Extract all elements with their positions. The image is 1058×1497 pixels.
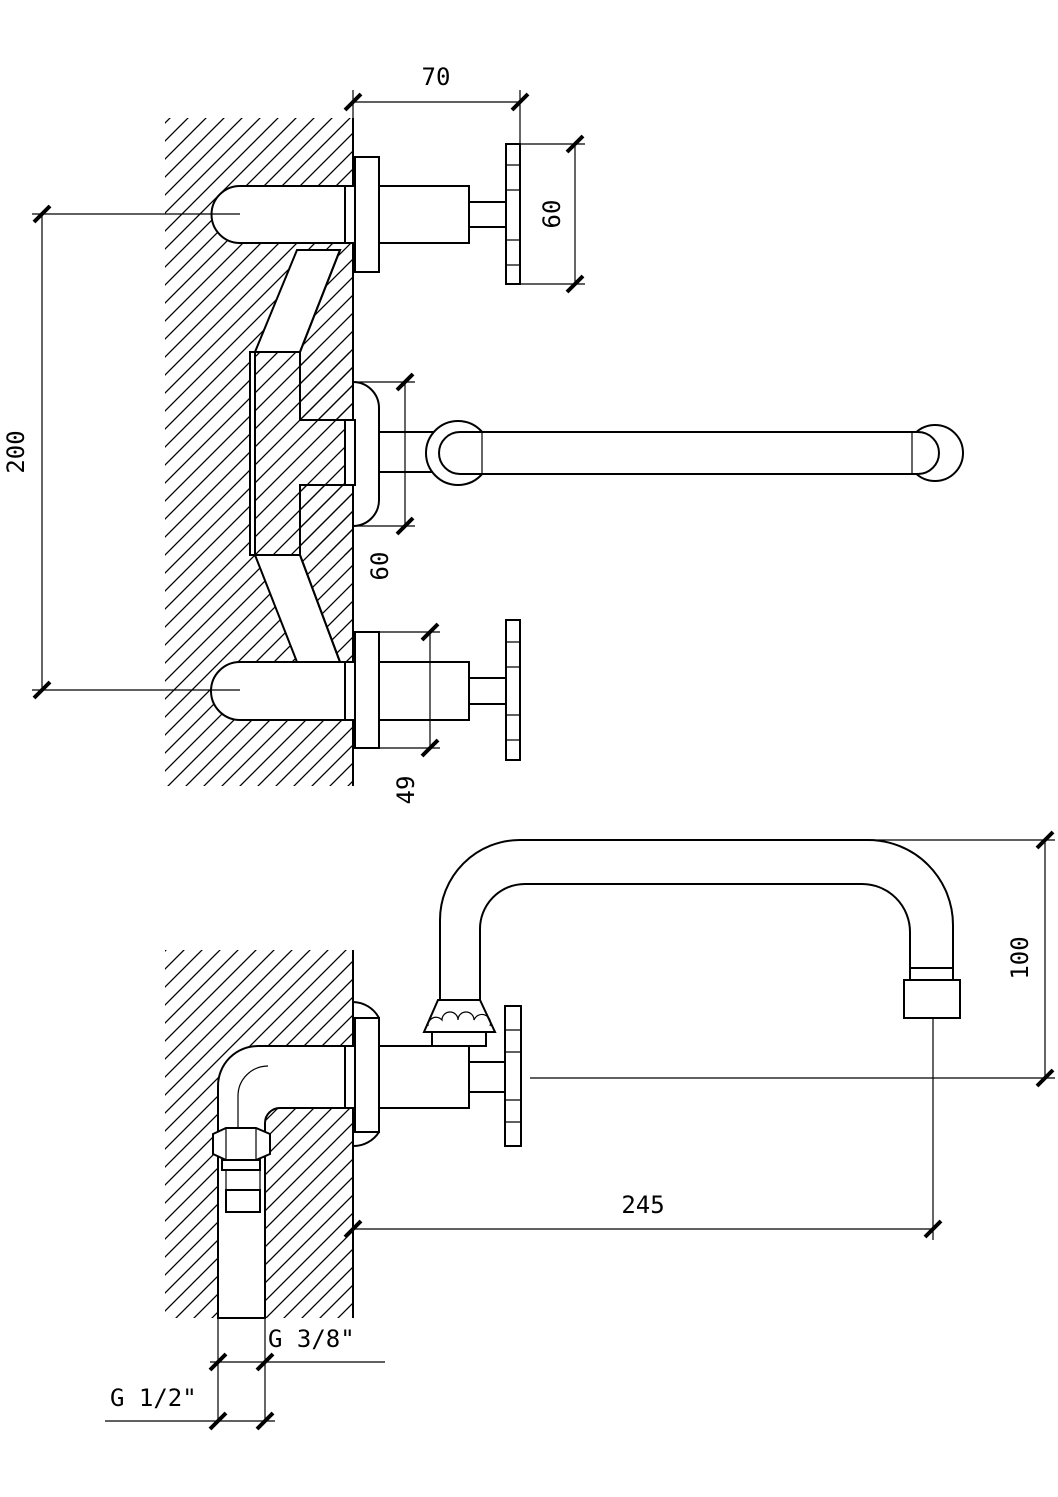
- side-valve-collar: [344, 1045, 356, 1109]
- nut-washer: [221, 1159, 261, 1171]
- dim-g38-label: G 3/8": [268, 1325, 355, 1353]
- swivel-base: [431, 1031, 487, 1047]
- spout-outer: [439, 839, 954, 1000]
- side-valve-stem: [468, 1061, 506, 1093]
- spout-flange: [352, 381, 380, 527]
- mixer-body-outline: [249, 249, 342, 663]
- side-view: 100 245 G 3/8" G 1/2": [105, 830, 1055, 1431]
- dim-70-label: 70: [422, 63, 451, 91]
- aerator-ring: [909, 967, 954, 981]
- upper-valve-collar: [344, 185, 356, 244]
- upper-valve-stem: [468, 201, 507, 228]
- lower-valve-collar: [344, 661, 356, 721]
- upper-valve-body: [378, 185, 470, 244]
- dim-g12-label: G 1/2": [110, 1384, 197, 1412]
- spout-inner: [478, 883, 911, 1000]
- spout-arm: [438, 431, 940, 475]
- aerator: [903, 979, 961, 1019]
- dim-200-label: 200: [2, 430, 30, 473]
- upper-handle-spokes: [506, 164, 520, 266]
- lower-handle: [505, 619, 521, 761]
- top-view: 70 60 200 60 49: [2, 63, 964, 805]
- spout-collar: [344, 419, 356, 486]
- lower-valve-flange: [354, 631, 380, 749]
- hatch-block-1: [300, 352, 353, 420]
- side-handle-spokes: [505, 1029, 521, 1123]
- dim-60-spout-label: 60: [366, 552, 394, 581]
- pipe-connector: [225, 1189, 261, 1213]
- side-valve-flange: [354, 1017, 380, 1133]
- dim-100-label: 100: [1006, 936, 1034, 979]
- lower-valve-body: [378, 661, 470, 721]
- lower-handle-spokes: [506, 641, 520, 741]
- upper-inlet-cavity: [210, 185, 354, 244]
- side-valve-body: [378, 1045, 470, 1109]
- dim-245-label: 245: [621, 1191, 664, 1219]
- dim-60-handle-label: 60: [538, 200, 566, 229]
- mixer-body-inner: [299, 352, 353, 555]
- swivel-nut-lobes: [427, 1011, 492, 1027]
- dim-49-label: 49: [392, 776, 420, 805]
- lower-valve-stem: [468, 677, 507, 705]
- side-handle: [504, 1005, 522, 1147]
- lower-inlet-cavity: [210, 661, 354, 721]
- upper-valve-flange: [354, 156, 380, 273]
- upper-handle: [505, 143, 521, 285]
- hatch-block-2: [300, 485, 353, 555]
- hex-nut: [212, 1127, 271, 1161]
- elbow-inner-curve: [237, 1065, 269, 1134]
